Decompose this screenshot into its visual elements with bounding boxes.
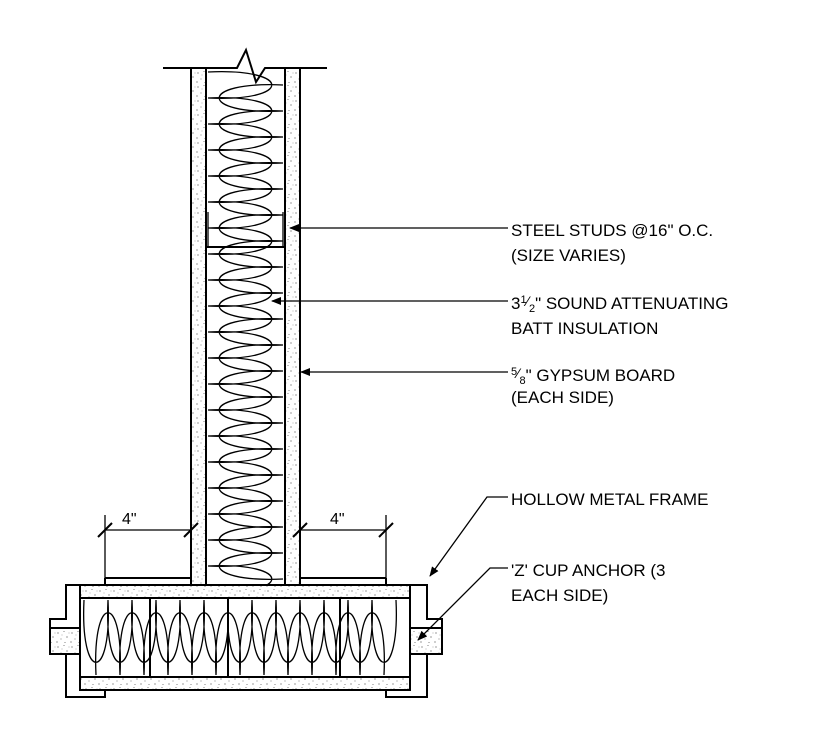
gypsum-board-right xyxy=(284,67,301,599)
gypsum-label-line1: 5⁄8" GYPSUM BOARD xyxy=(511,365,675,387)
dimension-right-text: 4" xyxy=(330,511,345,528)
steel-stud-section xyxy=(206,212,285,248)
dimension-right: 4" xyxy=(292,511,394,578)
batt-loop-horizontal xyxy=(83,599,397,676)
leader-frame xyxy=(429,496,508,577)
insulation-label-line1: 31⁄2" SOUND ATTENUATING xyxy=(511,293,728,315)
leader-anchor xyxy=(417,567,508,641)
studs-label-line1: STEEL STUDS @16" O.C. xyxy=(511,221,713,240)
insulation-label-line2: BATT INSULATION xyxy=(511,319,658,338)
break-line xyxy=(163,47,327,85)
anchor-label-line1: 'Z' CUP ANCHOR (3 xyxy=(511,561,665,580)
batt-loop-vertical xyxy=(207,71,284,593)
gypsum-label-line2: (EACH SIDE) xyxy=(511,388,614,407)
batt-insulation-vertical xyxy=(207,71,284,593)
studs-label-line2: (SIZE VARIES) xyxy=(511,246,626,265)
dimension-left: 4" xyxy=(97,511,199,578)
dimension-left-text: 4" xyxy=(122,511,137,528)
frame-label: HOLLOW METAL FRAME xyxy=(511,490,708,509)
frame-assembly xyxy=(49,577,443,698)
gypsum-board-left xyxy=(190,67,207,599)
anchor-label-line2: EACH SIDE) xyxy=(511,586,608,605)
batt-insulation-horizontal xyxy=(83,599,397,676)
